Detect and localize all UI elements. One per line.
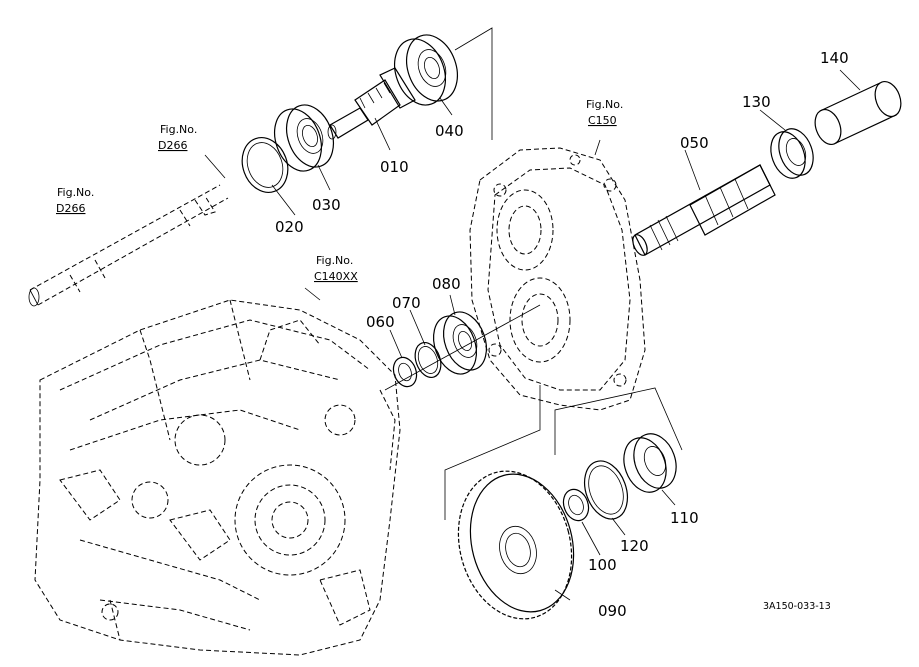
cover-plate bbox=[469, 147, 646, 411]
part-010-pinion-shaft bbox=[327, 67, 416, 140]
part-label-090: 090 bbox=[598, 602, 627, 620]
part-label-060: 060 bbox=[366, 313, 395, 331]
part-080-bearing bbox=[432, 311, 488, 375]
figure-ref-d266-upper: Fig.No. D266 bbox=[158, 123, 197, 152]
svg-text:Fig.No.: Fig.No. bbox=[57, 186, 94, 199]
svg-text:Fig.No.: Fig.No. bbox=[316, 254, 353, 267]
assembly-bracket-right bbox=[554, 387, 683, 455]
input-shaft bbox=[28, 184, 229, 307]
part-label-130: 130 bbox=[742, 93, 771, 111]
part-label-030: 030 bbox=[312, 196, 341, 214]
part-020-snap-ring bbox=[241, 137, 289, 193]
part-030-bearing bbox=[274, 104, 334, 172]
svg-text:Fig.No.: Fig.No. bbox=[586, 98, 623, 111]
part-label-100: 100 bbox=[588, 556, 617, 574]
transmission-housing bbox=[34, 299, 401, 656]
part-040-bearing bbox=[394, 34, 458, 106]
part-label-140: 140 bbox=[820, 49, 849, 67]
part-110-bearing bbox=[623, 433, 677, 493]
part-140-collar bbox=[814, 80, 902, 146]
part-label-050: 050 bbox=[680, 134, 709, 152]
part-label-040: 040 bbox=[435, 122, 464, 140]
svg-text:C140XX: C140XX bbox=[314, 270, 358, 283]
part-120-snap-ring bbox=[583, 460, 629, 520]
part-070-snap-ring bbox=[414, 341, 442, 379]
part-050-output-shaft bbox=[632, 164, 776, 256]
part-130-oil-seal bbox=[770, 128, 814, 179]
part-label-010: 010 bbox=[380, 158, 409, 176]
part-label-080: 080 bbox=[432, 275, 461, 293]
svg-text:D266: D266 bbox=[158, 139, 187, 152]
leader-lines bbox=[204, 69, 861, 601]
part-100-collar bbox=[562, 488, 590, 522]
assembly-bracket-upper bbox=[454, 27, 493, 140]
part-label-070: 070 bbox=[392, 294, 421, 312]
drawing-code: 3A150-033-13 bbox=[763, 601, 831, 612]
svg-text:C150: C150 bbox=[588, 114, 617, 127]
figure-ref-c140xx: Fig.No. C140XX bbox=[314, 254, 358, 283]
figure-ref-c150: Fig.No. C150 bbox=[586, 98, 623, 127]
part-060-seal bbox=[392, 356, 418, 388]
part-label-020: 020 bbox=[275, 218, 304, 236]
svg-text:Fig.No.: Fig.No. bbox=[160, 123, 197, 136]
svg-text:D266: D266 bbox=[56, 202, 85, 215]
part-label-120: 120 bbox=[620, 537, 649, 555]
part-label-110: 110 bbox=[670, 509, 699, 527]
part-090-gear bbox=[457, 470, 575, 620]
center-axis-line bbox=[384, 304, 541, 391]
figure-ref-d266-lower: Fig.No. D266 bbox=[56, 186, 94, 215]
assembly-bracket-gear bbox=[444, 385, 541, 520]
